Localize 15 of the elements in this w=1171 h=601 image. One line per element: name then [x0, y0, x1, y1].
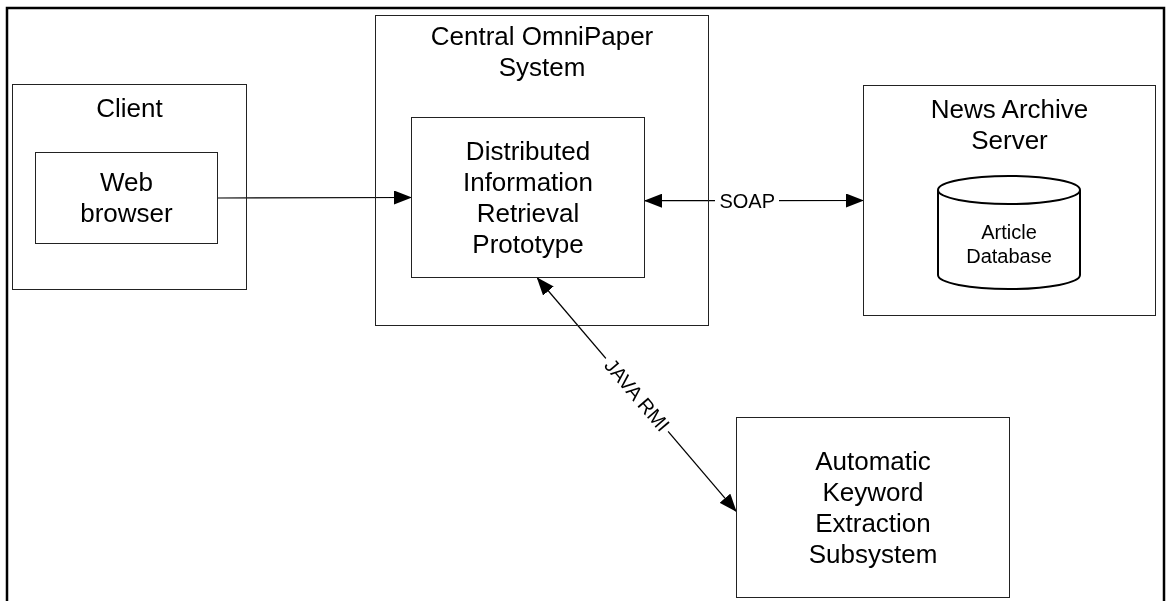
- connector-arrow: [217, 190, 412, 205]
- node-label: Automatic Keyword Extraction Subsystem: [807, 445, 939, 570]
- process-box: [411, 117, 645, 278]
- group-heading: Central OmniPaper System: [429, 21, 655, 83]
- process-box: [736, 417, 1010, 598]
- node-label: Distributed Information Retrieval Prototype: [461, 135, 595, 260]
- process-box: [35, 152, 218, 244]
- database-cylinder: [937, 176, 1081, 289]
- system-box: [375, 15, 709, 326]
- node-label: Article Database: [965, 219, 1053, 268]
- group-heading: News Archive Server: [929, 94, 1090, 156]
- server-box: [863, 85, 1156, 316]
- node-label: Web browser: [79, 167, 174, 229]
- group-heading: Client: [96, 93, 163, 124]
- client-box: [12, 84, 247, 290]
